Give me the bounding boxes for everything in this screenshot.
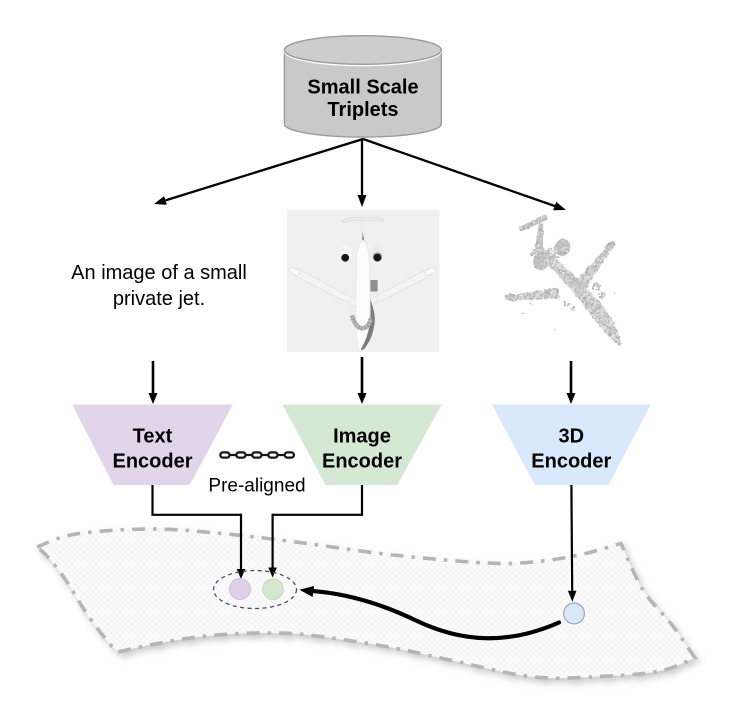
svg-text:Triplets: Triplets: [327, 99, 398, 121]
svg-text:Image: Image: [333, 426, 391, 448]
svg-text:Small Scale: Small Scale: [307, 77, 418, 99]
svg-text:Encoder: Encoder: [531, 451, 611, 473]
svg-text:Text: Text: [133, 426, 173, 448]
svg-text:Encoder: Encoder: [112, 451, 192, 473]
svg-text:Pre-aligned: Pre-aligned: [208, 476, 305, 497]
svg-text:3D: 3D: [559, 426, 585, 448]
svg-text:Encoder: Encoder: [322, 451, 402, 473]
svg-text:An image of a small: An image of a small: [71, 262, 247, 284]
svg-text:private jet.: private jet.: [113, 288, 205, 310]
